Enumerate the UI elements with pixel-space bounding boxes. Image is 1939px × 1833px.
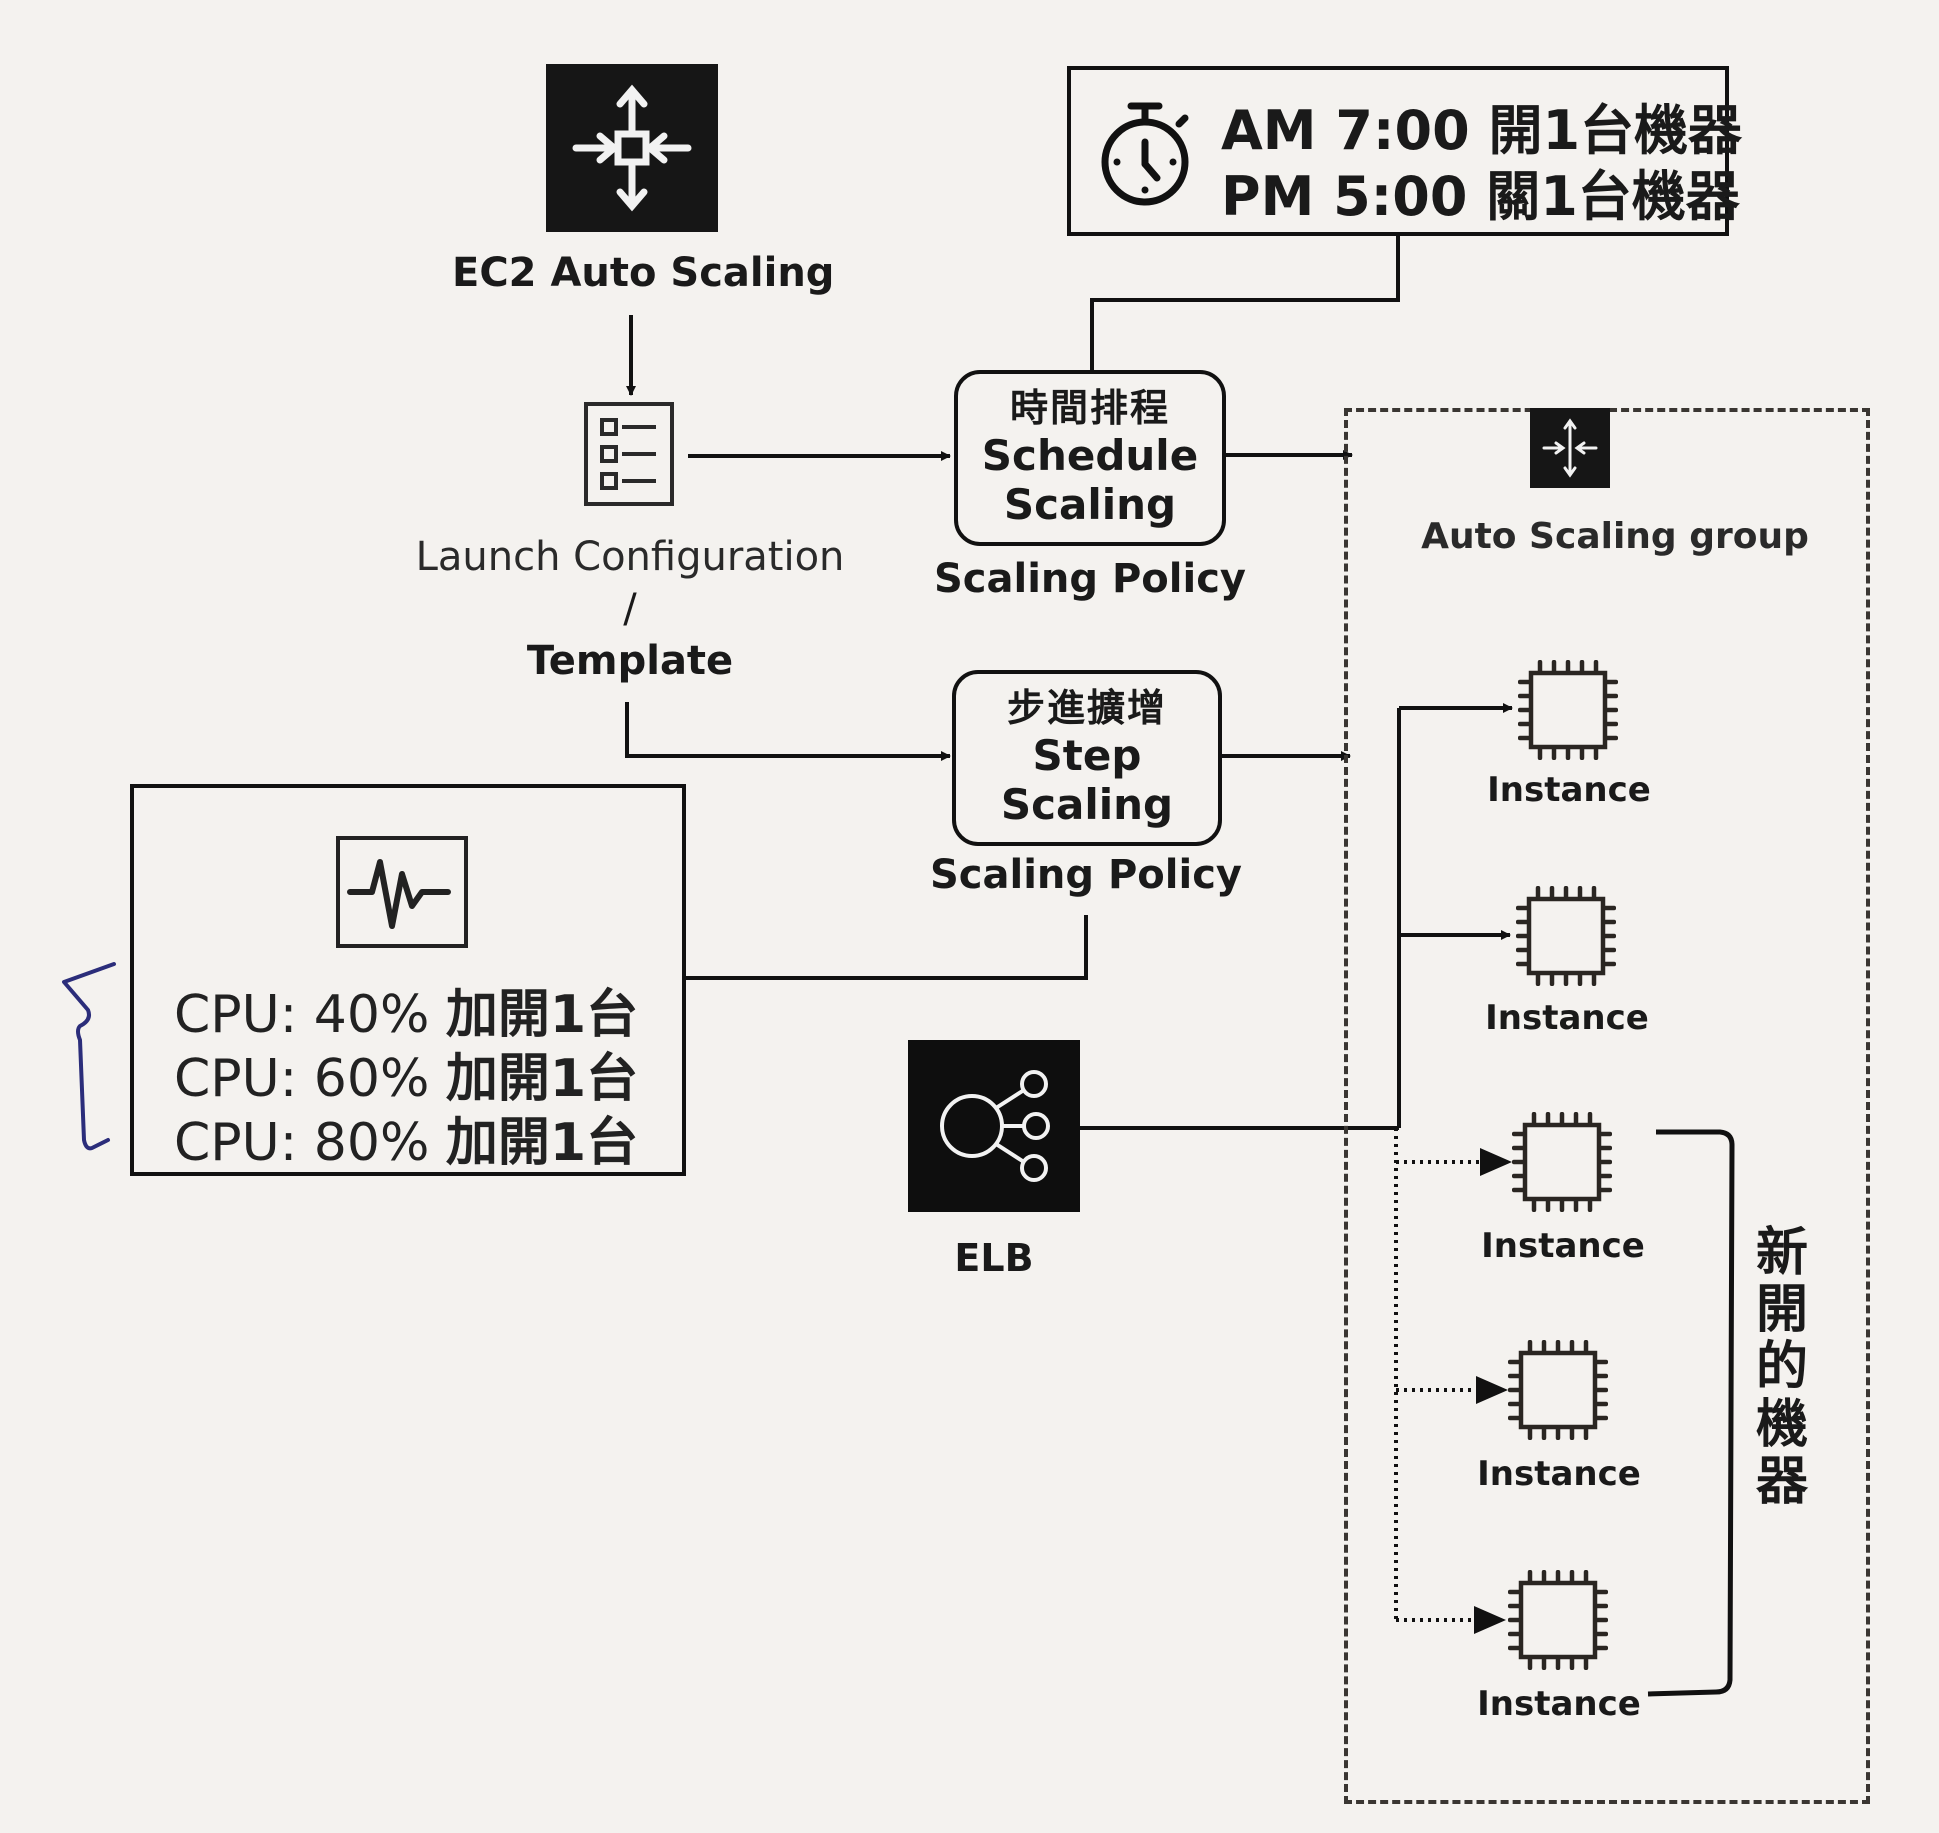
launch-configuration-separator: / (623, 586, 637, 632)
cpu-rule-3: CPU: 80% 加開1台 (174, 1100, 638, 1175)
new-machines-char-5: 器 (1755, 1451, 1808, 1512)
step-policy-zh: 步進擴增 (1006, 686, 1167, 731)
handwritten-bracket-annotation (62, 962, 116, 1151)
monitoring-pulse-icon (336, 836, 468, 948)
cpu-rule-2-metric: CPU: 60% (174, 1049, 430, 1109)
schedule-rule-start: AM 7:00 開1台機器 (1221, 99, 1743, 162)
cpu-rule-2: CPU: 60% 加開1台 (174, 1036, 638, 1111)
instance-node[interactable] (1507, 1339, 1609, 1441)
instance-node[interactable] (1507, 1569, 1609, 1671)
new-machines-char-1: 新 (1755, 1223, 1808, 1283)
ec2-auto-scaling-label: EC2 Auto Scaling (452, 250, 835, 296)
auto-scaling-group-label: Auto Scaling group (1421, 516, 1809, 557)
cpu-rules-box: CPU: 40% 加開1台 CPU: 60% 加開1台 CPU: 80% 加開1… (130, 784, 686, 1176)
schedule-policy-en2: Scaling (1003, 480, 1177, 530)
step-policy-caption: Scaling Policy (930, 852, 1242, 898)
launch-template-label: Template (526, 638, 734, 684)
step-policy-en1: Step (1032, 730, 1142, 780)
schedule-policy-en1: Schedule (981, 430, 1199, 480)
ec2-instance-chip-icon (1515, 885, 1617, 987)
arrowhead-instance-5 (1474, 1606, 1506, 1634)
cpu-rule-3-metric: CPU: 80% (174, 1113, 430, 1173)
connector-schedule-to-policy (1090, 236, 1400, 372)
arrowhead-instance-3 (1480, 1148, 1512, 1176)
new-machines-char-3: 的 (1755, 1337, 1808, 1398)
new-machines-label: 新 開 的 機 器 (1752, 1223, 1812, 1512)
elb-label: ELB (954, 1236, 1034, 1280)
schedule-rule-stop: PM 5:00 關1台機器 (1221, 165, 1740, 228)
ec2-auto-scaling-node[interactable] (546, 64, 718, 232)
instance-label: Instance (1487, 770, 1651, 810)
connector-template-to-step (625, 702, 951, 761)
instance-label: Instance (1485, 998, 1649, 1038)
checklist-icon (584, 402, 674, 506)
auto-scaling-icon (572, 84, 692, 212)
schedule-policy-caption: Scaling Policy (934, 556, 1246, 602)
schedule-scaling-policy[interactable]: 時間排程 Schedule Scaling (954, 370, 1226, 546)
step-policy-en2: Scaling (1000, 780, 1174, 830)
auto-scaling-group-icon-tile (1530, 408, 1610, 488)
instance-label: Instance (1477, 1684, 1641, 1724)
instance-label: Instance (1481, 1226, 1645, 1266)
new-machines-bracket (1647, 1129, 1735, 1697)
ec2-instance-chip-icon (1507, 1339, 1609, 1441)
instance-node[interactable] (1517, 659, 1619, 761)
arrowhead-instance-4 (1476, 1376, 1508, 1404)
instance-node[interactable] (1511, 1111, 1613, 1213)
ec2-instance-chip-icon (1511, 1111, 1613, 1213)
ec2-instance-chip-icon (1507, 1569, 1609, 1671)
elb-node[interactable] (908, 1040, 1080, 1212)
cpu-rule-2-action: 加開1台 (445, 1049, 639, 1109)
launch-configuration-node[interactable] (582, 400, 676, 508)
launch-configuration-label: Launch Configuration (415, 534, 845, 580)
connector-cpu-to-step (686, 915, 1088, 980)
stopwatch-icon (1101, 102, 1189, 206)
schedule-policy-zh: 時間排程 (1009, 386, 1170, 431)
cpu-rule-1: CPU: 40% 加開1台 (174, 972, 638, 1047)
new-machines-char-2: 開 (1755, 1280, 1808, 1341)
load-balancer-icon (940, 1070, 1050, 1182)
schedule-rules-box: AM 7:00 開1台機器 PM 5:00 關1台機器 (1067, 66, 1742, 236)
instance-node[interactable] (1515, 885, 1617, 987)
cpu-rule-3-action: 加開1台 (445, 1113, 639, 1173)
instance-label: Instance (1477, 1454, 1641, 1494)
cpu-rule-1-action: 加開1台 (445, 985, 639, 1045)
new-machines-char-4: 機 (1755, 1394, 1808, 1455)
ec2-instance-chip-icon (1517, 659, 1619, 761)
step-scaling-policy[interactable]: 步進擴增 Step Scaling (952, 670, 1222, 846)
auto-scaling-icon (1542, 418, 1598, 478)
cpu-rule-1-metric: CPU: 40% (174, 985, 430, 1045)
